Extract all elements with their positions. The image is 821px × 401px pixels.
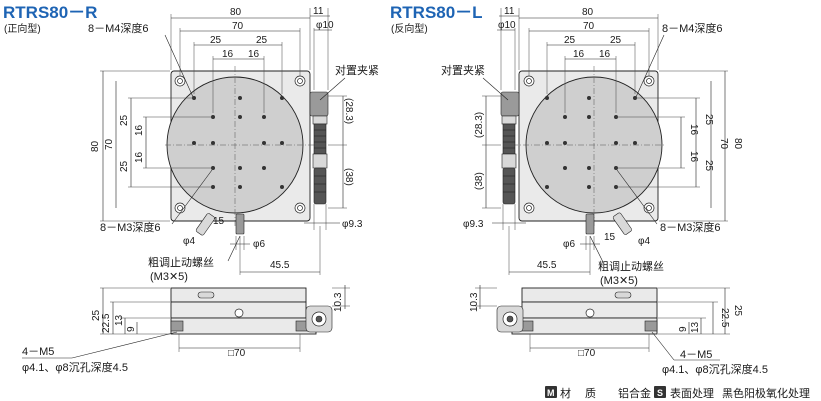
svg-text:(38): (38) (474, 172, 485, 190)
top-dimensions-l: 80 70 25 25 16 16 11 φ10 (497, 6, 659, 113)
top-dimensions-r: 80 70 25 25 16 16 11 φ10 (170, 6, 334, 113)
micrometer-head-l (500, 91, 520, 205)
svg-text:25: 25 (703, 114, 714, 126)
svg-text:φ6: φ6 (253, 239, 265, 250)
svg-text:φ9.3: φ9.3 (463, 219, 484, 230)
coarse-adjust-screw-r (195, 213, 245, 236)
svg-text:φ10: φ10 (316, 20, 334, 31)
svg-text:25: 25 (119, 114, 130, 126)
corner-mount-holes (174, 75, 306, 214)
svg-text:70: 70 (232, 21, 244, 32)
svg-text:22.5: 22.5 (101, 313, 112, 333)
svg-text:70: 70 (104, 138, 115, 150)
title-l: RTRS80－L (390, 3, 483, 22)
svg-text:11: 11 (504, 6, 515, 17)
surface-icon (654, 386, 666, 398)
svg-text:□70: □70 (578, 348, 596, 359)
svg-text:25: 25 (91, 309, 102, 321)
svg-text:(28.3): (28.3) (343, 98, 354, 124)
svg-text:φ6: φ6 (563, 239, 575, 250)
legend: M 材 质 铝合金 S 表面处理 黑色阳极氧化处理 (545, 386, 810, 400)
svg-text:80: 80 (732, 138, 743, 150)
rtrs80-r-drawing: RTRS80－R (正向型) (3, 3, 379, 374)
material-value: 铝合金 (618, 386, 651, 400)
svg-text:25: 25 (610, 35, 622, 46)
label-tap-m3-r: 8－M3深度6 (100, 220, 161, 234)
side-view-l: 25 22.5 13 9 10.3 □70 (469, 285, 743, 359)
label-tap-m3-l: 8－M3深度6 (660, 220, 721, 234)
svg-text:9: 9 (678, 326, 689, 332)
right-dimensions-r: (28.3) (38) φ9.3 (304, 95, 363, 230)
label-clamp-l: 对置夹紧 (441, 63, 485, 77)
svg-text:16: 16 (222, 49, 234, 60)
svg-text:S: S (657, 388, 663, 398)
svg-text:15: 15 (213, 216, 225, 227)
svg-text:25: 25 (119, 160, 130, 172)
svg-text:25: 25 (703, 160, 714, 172)
label-mount-spec-r: φ4.1、φ8沉孔深度4.5 (22, 360, 128, 374)
svg-text:13: 13 (114, 314, 125, 326)
svg-text:13: 13 (690, 321, 701, 333)
svg-text:16: 16 (688, 124, 699, 136)
svg-text:10.3: 10.3 (469, 292, 480, 312)
label-coarse-screw-l: 粗调止动螺丝 (598, 260, 664, 273)
surface-value: 黑色阳极氧化处理 (722, 386, 810, 400)
svg-text:16: 16 (134, 151, 145, 163)
svg-text:φ9.3: φ9.3 (342, 219, 363, 230)
svg-text:11: 11 (313, 6, 324, 17)
svg-text:25: 25 (210, 35, 222, 46)
svg-text:80: 80 (230, 7, 242, 18)
material-icon (545, 386, 557, 398)
label-tap-m4-r: 8－M4深度6 (88, 21, 149, 35)
svg-text:16: 16 (599, 49, 611, 60)
svg-text:(28.3): (28.3) (474, 112, 485, 138)
label-clamp-r: 对置夹紧 (335, 63, 379, 77)
svg-text:25: 25 (564, 35, 576, 46)
right-dimensions-l: 80 70 25 25 16 16 (616, 70, 743, 222)
subtitle-l: (反向型) (391, 22, 428, 35)
svg-text:16: 16 (248, 49, 260, 60)
svg-text:φ10: φ10 (498, 20, 516, 31)
svg-text:15: 15 (604, 232, 616, 243)
svg-text:70: 70 (718, 138, 729, 150)
svg-text:45.5: 45.5 (270, 260, 290, 271)
label-tap-m4-l: 8－M4深度6 (662, 21, 723, 35)
svg-text:80: 80 (90, 140, 101, 152)
micrometer-head-r (309, 91, 329, 205)
subtitle-r: (正向型) (4, 22, 41, 35)
svg-text:□70: □70 (228, 348, 246, 359)
svg-text:16: 16 (134, 124, 145, 136)
svg-text:10.3: 10.3 (333, 292, 344, 312)
left-dimensions-r: 80 70 25 25 16 16 (90, 70, 213, 222)
side-view-r: 25 22.5 13 9 10.3 □70 (91, 285, 350, 359)
svg-text:φ4: φ4 (183, 236, 195, 247)
title-r: RTRS80－R (3, 3, 97, 22)
svg-text:M: M (547, 388, 555, 398)
svg-text:(38): (38) (343, 168, 354, 186)
svg-text:16: 16 (688, 151, 699, 163)
label-mount-r: 4－M5 (22, 346, 54, 358)
svg-text:45.5: 45.5 (537, 260, 557, 271)
label-mount-l: 4－M5 (680, 349, 712, 361)
svg-text:16: 16 (573, 49, 585, 60)
svg-text:φ4: φ4 (638, 236, 650, 247)
coarse-adjust-screw-l (585, 212, 632, 235)
label-coarse-spec-r: (M3✕5) (150, 271, 188, 283)
material-label: 材 质 (560, 386, 596, 400)
svg-text:25: 25 (732, 305, 743, 317)
label-mount-spec-l: φ4.1、φ8沉孔深度4.5 (662, 362, 768, 376)
svg-text:70: 70 (583, 21, 595, 32)
svg-text:25: 25 (256, 35, 268, 46)
svg-text:9: 9 (126, 326, 137, 332)
svg-text:22.5: 22.5 (719, 308, 730, 328)
label-coarse-spec-l: (M3✕5) (600, 275, 638, 287)
svg-text:80: 80 (582, 7, 594, 18)
corner-mount-holes-l (523, 75, 655, 214)
rtrs80-l-drawing: RTRS80－L (反向型) (390, 3, 768, 376)
left-dimensions-l: (28.3) (38) φ9.3 (463, 95, 526, 230)
surface-label: 表面处理 (670, 386, 714, 400)
label-coarse-screw-r: 粗调止动螺丝 (148, 256, 214, 269)
